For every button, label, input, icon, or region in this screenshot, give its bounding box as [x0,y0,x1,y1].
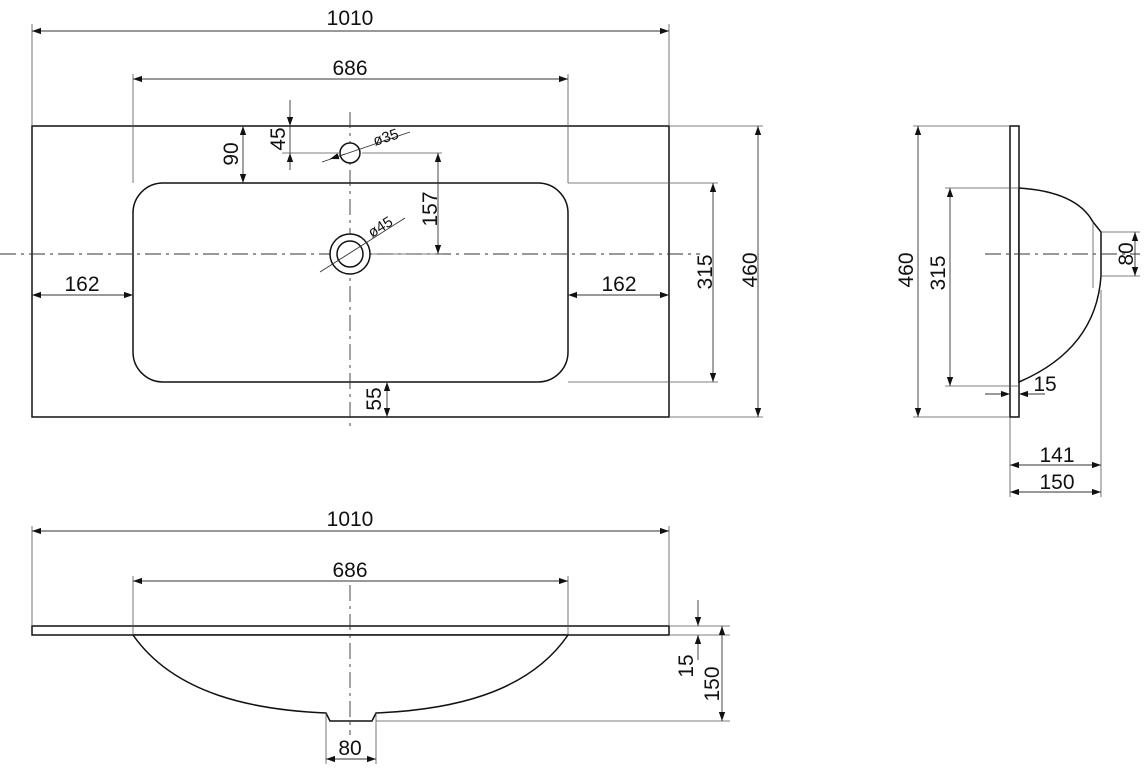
front-view: 1010 686 15 150 80 [31,508,730,764]
front-bowl-width-label: 686 [332,559,367,582]
right-margin-label: 162 [601,273,636,296]
overall-depth-label: 460 [739,252,762,287]
front-overall-height-label: 150 [701,666,724,701]
bowl-bottom-margin-label: 55 [363,387,386,410]
side-bowl-depth-label: 315 [927,255,950,290]
side-overall-depth-label: 460 [895,252,918,287]
top-view: 1010 686 45 90 ø35 ø45 157 162 162 [0,7,763,428]
side-bowl-projection-label: 141 [1039,444,1074,467]
bowl-top-offset-label: 90 [220,142,243,165]
side-drain-width-label: 80 [1115,242,1138,265]
bowl-depth-label: 315 [694,254,717,289]
side-slab-thickness-label: 15 [1033,373,1056,396]
side-view: 460 315 80 15 141 150 [895,125,1140,497]
side-overall-height-label: 150 [1039,471,1074,494]
front-slab-thickness-label: 15 [675,654,698,677]
tap-hole-offset-label: 45 [267,127,290,150]
top-overall-width-label: 1010 [327,7,374,30]
left-margin-label: 162 [64,273,99,296]
side-view-bowl-profile [1018,187,1102,384]
front-view-slab [31,625,670,636]
front-view-bowl-profile [131,634,570,722]
top-bowl-width-label: 686 [332,57,367,80]
drain-offset-label: 157 [419,191,442,226]
front-overall-width-label: 1010 [327,508,374,531]
drain-inner [336,240,364,268]
top-view-bowl-outline [132,182,569,383]
tap-hole [339,142,361,164]
side-view-slab [1009,125,1020,418]
front-drain-width-label: 80 [338,737,361,760]
